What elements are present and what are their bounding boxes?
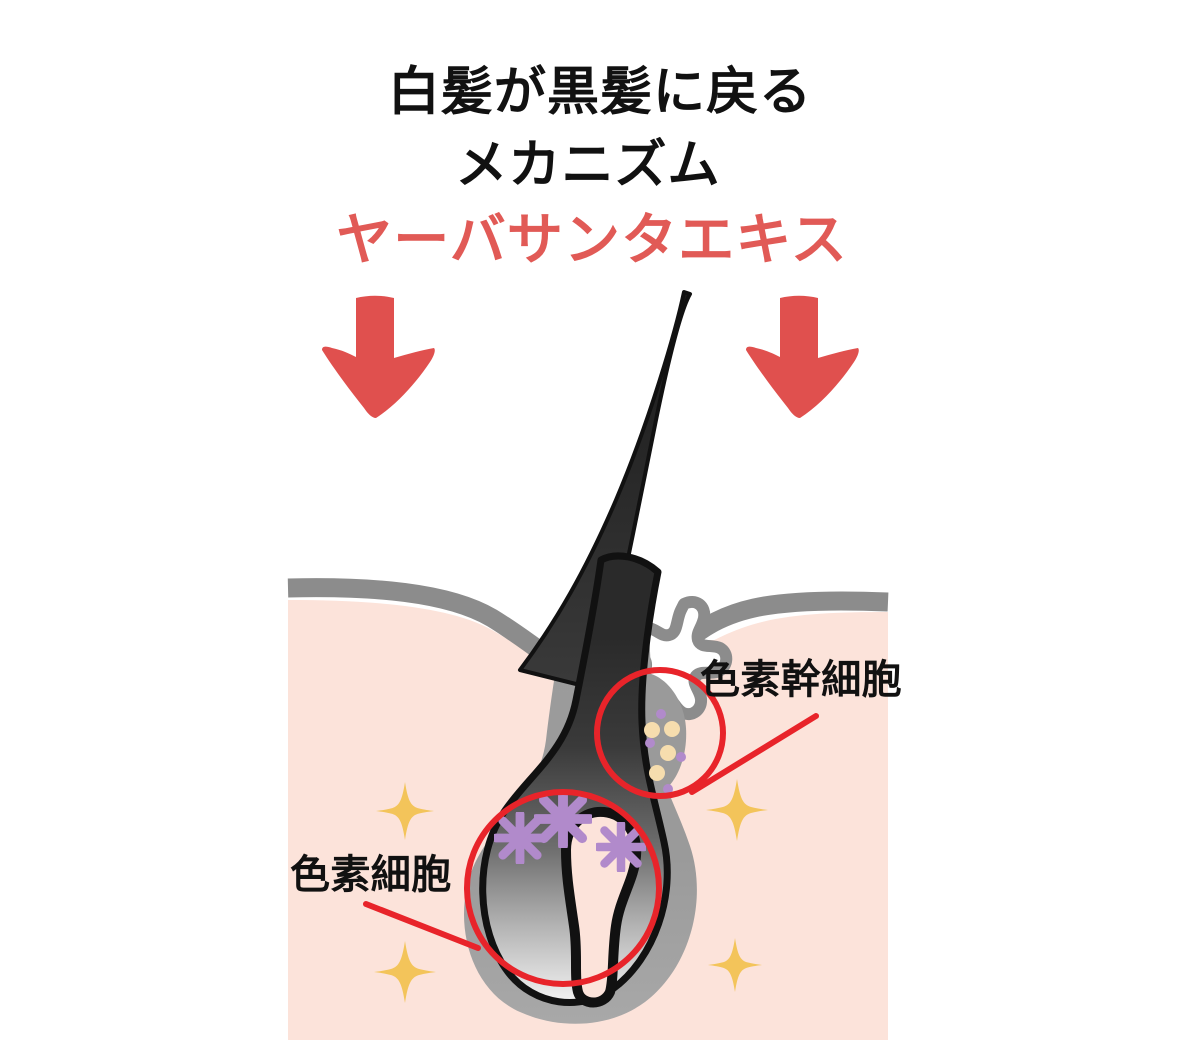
pigment-cell-leader: [363, 901, 481, 951]
pigment-cell-circle: [464, 789, 662, 987]
down-arrow-right-shape: [746, 295, 859, 418]
stem-cell-dot: [656, 709, 666, 719]
stem-cell-dot: [664, 721, 680, 737]
down-arrow-right: [746, 295, 859, 418]
hair-follicle-body: [479, 552, 671, 1008]
callout-pigment-stem-cell[interactable]: 色素幹細胞: [594, 657, 902, 799]
heading-line-1: 白髪が黒髪に戻る: [388, 64, 812, 122]
pigment-stem-cell-circle: [594, 667, 726, 799]
heading-line-2: メカニズム: [455, 137, 720, 195]
stem-cell-dot: [645, 738, 655, 748]
melanocyte-star: [536, 792, 589, 845]
callout-pigment-cell[interactable]: 色素細胞: [290, 789, 662, 987]
pigment-cell-label: 色素細胞: [290, 853, 452, 897]
heading-highlight: ヤーバサンタエキス: [336, 208, 848, 271]
stem-cell-dot-group: [644, 709, 686, 794]
stem-cell-dot: [644, 722, 660, 738]
stem-cell-dot: [660, 745, 676, 761]
stem-cell-dot: [663, 784, 673, 794]
pigment-stem-cell-leader: [689, 713, 819, 795]
down-arrow-left: [322, 295, 435, 418]
down-arrow-left-shape: [322, 295, 435, 418]
stem-cell-dot: [676, 752, 686, 762]
pigment-stem-cell-label: 色素幹細胞: [700, 657, 902, 702]
stem-cell-dot: [649, 765, 665, 781]
